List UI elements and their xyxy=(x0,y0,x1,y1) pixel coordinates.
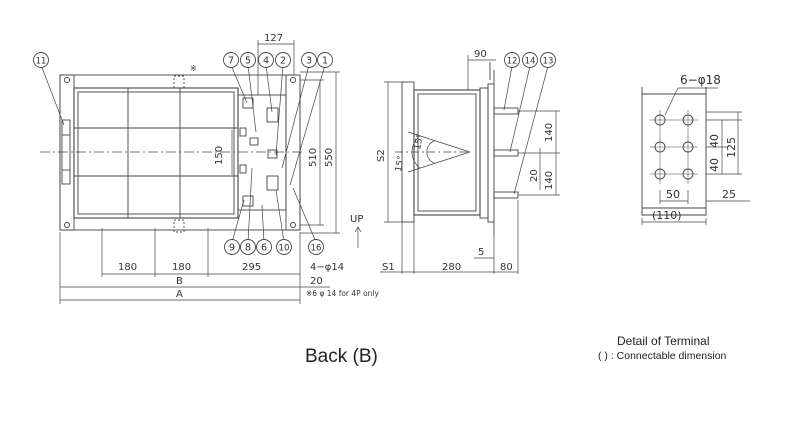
dim-6-phi-18: 6−φ18 xyxy=(680,73,721,87)
callout-number: 3 xyxy=(306,55,312,66)
callout-circle xyxy=(240,52,256,68)
dim-b: B xyxy=(176,276,183,287)
dim-20-side: 20 xyxy=(529,169,540,182)
up-label: UP xyxy=(350,214,363,225)
callout-5: 5 xyxy=(240,52,256,68)
dim-4-phi-14: 4−φ14 xyxy=(310,262,344,273)
dim-s1: S1 xyxy=(382,262,395,273)
dimension-labels: ※ 127 150 510 550 180 180 295 B A 20 4−φ… xyxy=(118,33,738,300)
dim-125: 125 xyxy=(725,137,738,158)
callout-number: 6 xyxy=(261,242,267,253)
callout-circle xyxy=(256,239,272,255)
callout-number: 5 xyxy=(245,55,251,66)
dim-a: A xyxy=(176,289,183,300)
callout-circle xyxy=(258,52,274,68)
dim-80: 80 xyxy=(500,262,513,273)
callout-circle xyxy=(240,239,256,255)
callout-number: 9 xyxy=(229,242,235,253)
callout-1: 1 xyxy=(317,52,333,68)
callout-number: 12 xyxy=(507,56,518,66)
dim-510: 510 xyxy=(308,148,319,167)
dim-110: (110) xyxy=(652,209,682,222)
callout-8: 8 xyxy=(240,239,256,255)
callout-16: 16 xyxy=(308,239,324,255)
callout-circle xyxy=(224,239,240,255)
dim-140-a: 140 xyxy=(544,123,555,142)
dim-140-b: 140 xyxy=(544,171,555,190)
terminal-detail xyxy=(641,87,707,216)
dim-20: 20 xyxy=(310,276,323,287)
dim-180-a: 180 xyxy=(118,262,137,273)
callout-2: 2 xyxy=(275,52,291,68)
dim-25: 25 xyxy=(722,188,736,201)
callout-circle xyxy=(33,52,49,68)
side-view xyxy=(395,62,519,236)
callout-circle xyxy=(522,52,538,68)
callout-number: 8 xyxy=(245,242,251,253)
callout-circle xyxy=(223,52,239,68)
callout-number: 7 xyxy=(228,55,234,66)
callout-10: 10 xyxy=(276,239,292,255)
callout-circle xyxy=(308,239,324,255)
callout-number: 11 xyxy=(36,56,47,66)
callout-circle xyxy=(275,52,291,68)
dim-295: 295 xyxy=(242,262,261,273)
callout-11: 11 xyxy=(33,52,49,68)
dim-40-a: 40 xyxy=(708,134,721,148)
back-leaders xyxy=(40,64,326,243)
callout-number: 1 xyxy=(322,55,328,66)
callout-3: 3 xyxy=(301,52,317,68)
callout-circle xyxy=(317,52,333,68)
callout-12: 12 xyxy=(504,52,520,68)
dim-s2: S2 xyxy=(376,149,387,162)
dim-150: 150 xyxy=(214,146,225,165)
callout-number: 13 xyxy=(543,56,554,66)
back-view xyxy=(40,74,305,233)
callout-14: 14 xyxy=(522,52,538,68)
callout-13: 13 xyxy=(540,52,556,68)
callout-6: 6 xyxy=(256,239,272,255)
dim-50: 50 xyxy=(666,188,680,201)
callout-circle xyxy=(276,239,292,255)
dim-180-b: 180 xyxy=(172,262,191,273)
dim-5: 5 xyxy=(478,247,484,258)
callout-circle xyxy=(504,52,520,68)
note-4p: ※6 φ 14 for 4P only xyxy=(306,289,379,298)
angle-15-right: 15° xyxy=(413,133,426,150)
dim-127: 127 xyxy=(264,33,283,44)
angle-15-left: 15° xyxy=(394,155,407,172)
callout-number: 4 xyxy=(263,55,269,66)
dim-550: 550 xyxy=(324,148,335,167)
callout-9: 9 xyxy=(224,239,240,255)
asterisk-mark: ※ xyxy=(190,64,197,73)
connectable-dimension-note: ( ) : Connectable dimension xyxy=(598,350,727,362)
back-dimensions xyxy=(59,40,362,304)
dim-40-b: 40 xyxy=(708,158,721,172)
side-dimensions xyxy=(380,55,560,274)
callout-4: 4 xyxy=(258,52,274,68)
callout-circle xyxy=(301,52,317,68)
dim-280: 280 xyxy=(442,262,461,273)
callout-number: 16 xyxy=(311,243,322,253)
callout-number: 14 xyxy=(525,56,536,66)
dim-90: 90 xyxy=(474,49,487,60)
callout-circle xyxy=(540,52,556,68)
callout-7: 7 xyxy=(223,52,239,68)
back-view-caption: Back (B) xyxy=(305,346,378,367)
detail-dimensions xyxy=(641,87,750,225)
callout-number: 10 xyxy=(279,243,290,253)
callout-number: 2 xyxy=(280,55,286,66)
terminal-detail-title: Detail of Terminal xyxy=(617,334,710,348)
